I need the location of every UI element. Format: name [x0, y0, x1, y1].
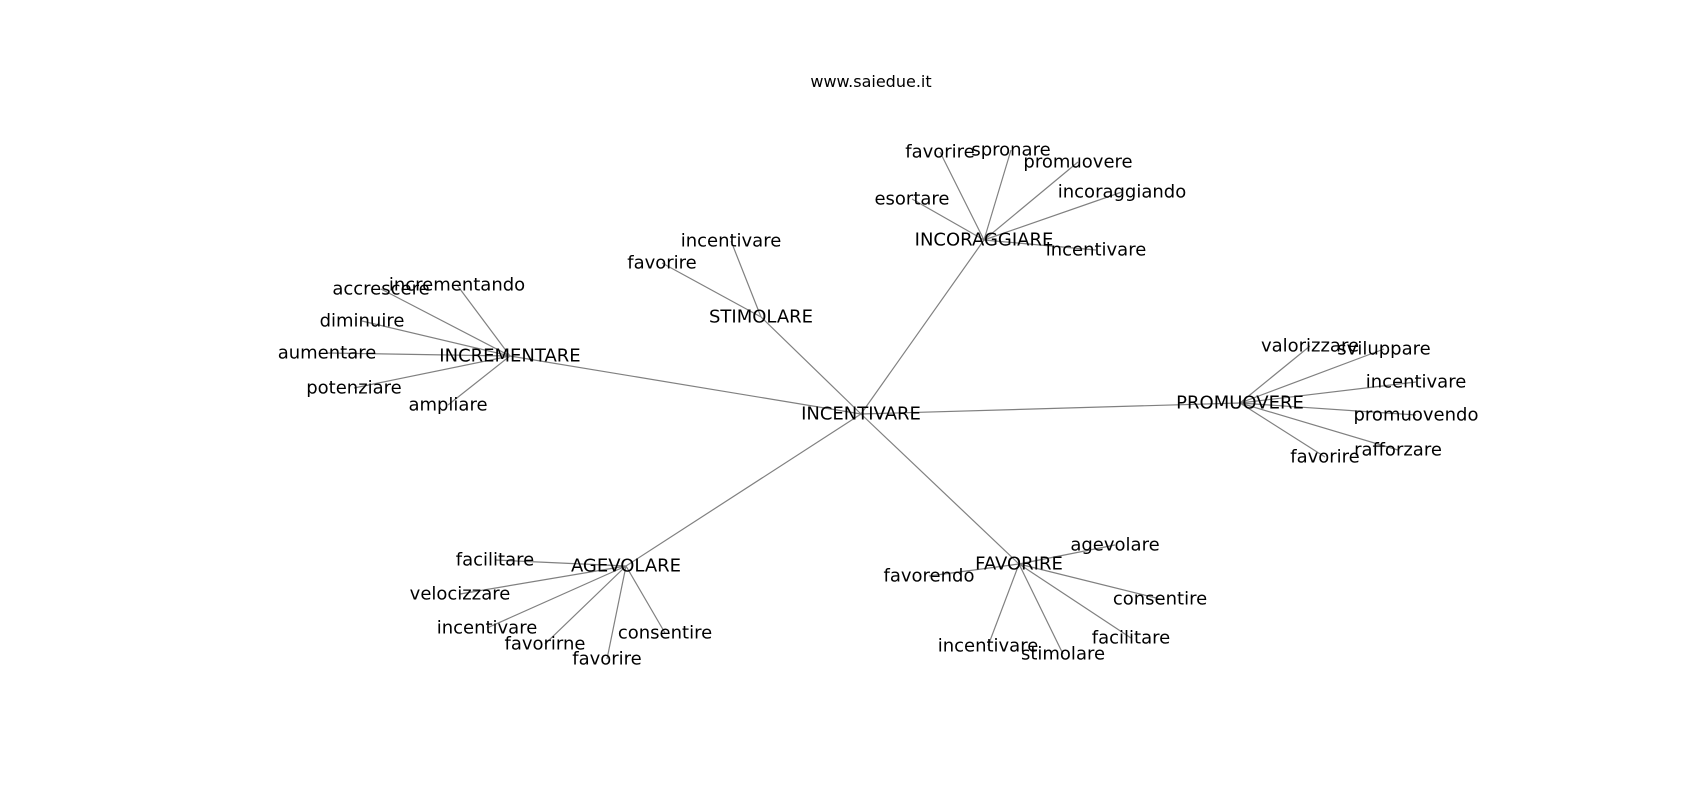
group-node-label: PROMUOVERE [1176, 393, 1304, 414]
edge-1-0 [730, 240, 762, 318]
leaf-node-label: spronare [971, 140, 1050, 161]
edge-2-1 [456, 284, 511, 357]
leaf-node-label: incentivare [437, 618, 538, 639]
group-node-label: INCREMENTARE [439, 346, 580, 367]
leaf-node-label: favorire [905, 142, 975, 163]
site-title: www.saiedue.it [810, 72, 931, 91]
root-node-label: INCENTIVARE [801, 404, 921, 425]
leaf-node-label: incentivare [938, 636, 1039, 657]
group-node-label: AGEVOLARE [571, 556, 681, 577]
edge-3-1 [1239, 348, 1385, 404]
leaf-node-label: favorire [572, 649, 642, 670]
edge-2-5 [447, 355, 511, 406]
edge-5-4 [1018, 563, 1064, 655]
leaf-node-label: facilitare [1092, 628, 1170, 649]
group-node-label: STIMOLARE [709, 307, 813, 328]
leaf-node-label: velocizzare [410, 584, 511, 605]
leaf-node-label: promuovendo [1354, 405, 1479, 426]
edge-0-3 [983, 191, 1123, 241]
edge-0-4 [911, 198, 985, 241]
leaf-node-label: favorire [627, 253, 697, 274]
edge-5-5 [987, 563, 1020, 647]
edge-root-1 [760, 316, 862, 415]
leaf-node-label: consentire [618, 623, 712, 644]
edge-root-4 [625, 413, 862, 567]
edge-3-3 [1239, 402, 1417, 416]
edge-2-0 [380, 288, 511, 357]
leaf-node-label: valorizzare [1261, 336, 1359, 357]
leaf-node-label: esortare [874, 189, 949, 210]
edge-4-5 [625, 565, 666, 634]
leaf-node-label: sviluppare [1337, 339, 1430, 360]
leaf-node-label: agevolare [1070, 535, 1159, 556]
edge-5-1 [928, 563, 1020, 577]
edge-2-4 [353, 355, 511, 389]
leaf-node-label: promuovere [1023, 152, 1132, 173]
leaf-node-label: potenziare [306, 378, 402, 399]
edge-root-3 [860, 402, 1241, 415]
edge-2-3 [326, 352, 511, 357]
leaf-node-label: ampliare [408, 395, 487, 416]
leaf-node-label: facilitare [456, 550, 534, 571]
leaf-node-label: rafforzare [1354, 440, 1442, 461]
edge-1-1 [661, 262, 762, 318]
graph-edges [326, 149, 1417, 660]
leaf-node-label: favorirne [505, 634, 586, 655]
group-node-label: FAVORIRE [975, 554, 1063, 575]
edge-5-0 [1018, 544, 1116, 565]
edge-4-4 [606, 565, 627, 660]
leaf-node-label: incentivare [1046, 240, 1147, 261]
leaf-node-label: incoraggiando [1058, 182, 1186, 203]
leaf-node-label: accrescere [332, 279, 429, 300]
leaf-node-label: aumentare [278, 343, 377, 364]
edge-5-2 [1018, 563, 1161, 600]
edge-0-5 [983, 239, 1097, 251]
leaf-node-label: consentire [1113, 589, 1207, 610]
edge-0-2 [983, 161, 1079, 241]
edge-root-5 [860, 413, 1020, 565]
edge-0-1 [983, 149, 1012, 241]
edge-3-2 [1239, 381, 1417, 404]
leaf-node-label: favorendo [884, 566, 975, 587]
leaf-node-label: diminuire [320, 311, 405, 332]
edge-4-0 [494, 559, 627, 567]
edge-5-3 [1018, 563, 1132, 639]
edge-2-2 [361, 320, 511, 357]
edge-root-2 [509, 355, 862, 415]
group-node-label: INCORAGGIARE [915, 230, 1054, 251]
edge-3-5 [1239, 402, 1326, 458]
edge-4-2 [486, 565, 627, 629]
graph-labels: INCENTIVAREINCORAGGIAREfavorirespronarep… [278, 140, 1479, 670]
edge-3-0 [1239, 345, 1311, 404]
edge-4-1 [459, 565, 627, 595]
leaf-node-label: incentivare [681, 231, 782, 252]
leaf-node-label: incrementando [389, 275, 525, 296]
leaf-node-label: favorire [1290, 447, 1360, 468]
leaf-node-label: incentivare [1366, 372, 1467, 393]
leaf-node-label: stimolare [1021, 644, 1105, 665]
edge-4-3 [544, 565, 627, 645]
edge-3-4 [1239, 402, 1399, 451]
edge-root-0 [860, 239, 985, 415]
edge-0-0 [939, 151, 985, 241]
